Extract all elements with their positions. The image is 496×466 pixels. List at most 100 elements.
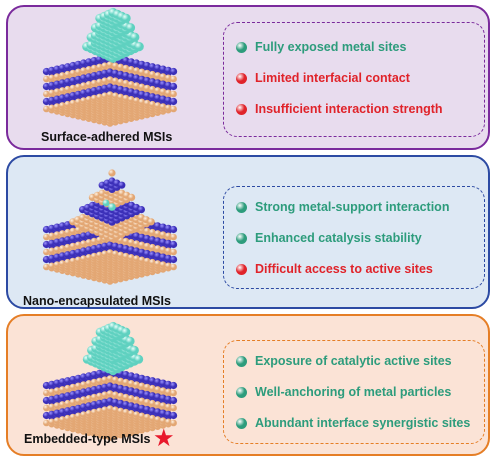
orange-atom	[117, 251, 124, 259]
orange-atom	[143, 84, 151, 92]
orange-atom	[170, 105, 177, 113]
blue-atom	[170, 396, 178, 405]
orange-atom	[59, 245, 66, 252]
orange-atom	[59, 72, 66, 79]
orange-atom	[106, 91, 114, 98]
orange-atom	[122, 64, 130, 72]
orange-atom	[165, 74, 172, 82]
orange-atom	[69, 242, 77, 250]
orange-atom	[80, 97, 87, 104]
orange-atom	[48, 104, 55, 112]
feature-text: Abundant interface synergistic sites	[255, 416, 471, 430]
orange-atom	[90, 237, 98, 245]
orange-atom	[74, 68, 82, 76]
orange-atom	[149, 384, 156, 392]
orange-atom	[64, 243, 71, 251]
orange-atom	[74, 83, 82, 91]
status-dot-icon	[236, 263, 247, 275]
orange-atom	[74, 397, 82, 405]
orange-atom	[53, 88, 61, 95]
orange-atom	[127, 395, 135, 402]
orange-atom	[165, 262, 172, 270]
metal-atom	[130, 32, 140, 42]
orange-atom	[74, 382, 82, 390]
orange-atom	[159, 387, 167, 394]
orange-atom	[159, 73, 167, 80]
orange-atom	[43, 75, 50, 83]
orange-atom	[64, 399, 71, 407]
metal-atom	[125, 23, 136, 33]
orange-atom	[149, 85, 156, 93]
orange-atom	[85, 395, 93, 402]
orange-atom	[117, 407, 124, 415]
orange-atom	[133, 67, 140, 74]
orange-atom	[143, 398, 151, 406]
orange-atom	[154, 87, 161, 94]
status-dot-icon	[236, 355, 247, 367]
orange-atom	[106, 405, 114, 412]
orange-atom	[138, 382, 146, 390]
orange-atom	[112, 376, 119, 383]
orange-atom	[106, 375, 114, 382]
orange-atom	[59, 401, 66, 408]
orange-atom	[101, 376, 108, 383]
orange-atom	[53, 231, 61, 238]
orange-atom	[165, 89, 172, 97]
feature-text: Strong metal-support interaction	[255, 200, 450, 214]
orange-atom	[165, 232, 172, 240]
orange-atom	[133, 82, 140, 89]
orange-atom	[64, 70, 71, 78]
orange-atom	[127, 410, 135, 417]
orange-atom	[106, 61, 114, 68]
orange-atom	[170, 75, 177, 83]
orange-atom	[149, 70, 156, 78]
orange-atom	[127, 96, 135, 103]
orange-atom	[170, 404, 177, 412]
orange-atom	[138, 98, 146, 106]
panel-caption: Embedded-type MSIs ★	[24, 428, 173, 449]
orange-atom	[80, 240, 87, 247]
orange-atom	[85, 380, 93, 387]
orange-atom	[53, 417, 61, 424]
orange-atom	[59, 87, 66, 94]
orange-atom	[112, 406, 119, 413]
orange-atom	[85, 81, 93, 88]
feature-text: Insufficient interaction strength	[255, 102, 443, 116]
orange-atom	[112, 250, 119, 257]
orange-atom	[48, 388, 55, 396]
orange-atom	[69, 398, 77, 406]
feature-item: Well-anchoring of metal particles	[236, 385, 451, 399]
status-dot-icon	[236, 232, 247, 244]
orange-atom	[117, 78, 124, 86]
orange-atom	[80, 381, 87, 388]
orange-atom	[143, 383, 151, 391]
orange-atom	[96, 236, 103, 244]
orange-atom	[170, 233, 177, 241]
orange-atom	[165, 418, 172, 426]
orange-atom	[170, 419, 177, 427]
orange-atom	[159, 261, 167, 268]
orange-atom	[96, 377, 103, 385]
orange-atom	[138, 412, 146, 420]
orange-atom	[149, 228, 156, 236]
blue-atom	[170, 225, 178, 234]
panel-caption: Surface-adhered MSIs	[41, 130, 173, 144]
orange-atom	[80, 411, 87, 418]
feature-item: Difficult access to active sites	[236, 262, 433, 276]
orange-atom	[149, 399, 156, 407]
metal-atom	[121, 13, 131, 23]
blue-atom	[170, 255, 178, 264]
orange-atom	[138, 83, 146, 91]
orange-atom	[108, 169, 116, 177]
orange-atom	[101, 62, 108, 69]
orange-atom	[138, 256, 146, 264]
feature-text: Well-anchoring of metal particles	[255, 385, 452, 399]
orange-atom	[64, 414, 71, 422]
orange-atom	[48, 89, 55, 97]
orange-atom	[165, 104, 172, 112]
orange-atom	[138, 397, 146, 405]
orange-atom	[117, 93, 124, 101]
orange-atom	[154, 416, 161, 423]
orange-atom	[159, 246, 167, 253]
orange-atom	[43, 389, 50, 397]
